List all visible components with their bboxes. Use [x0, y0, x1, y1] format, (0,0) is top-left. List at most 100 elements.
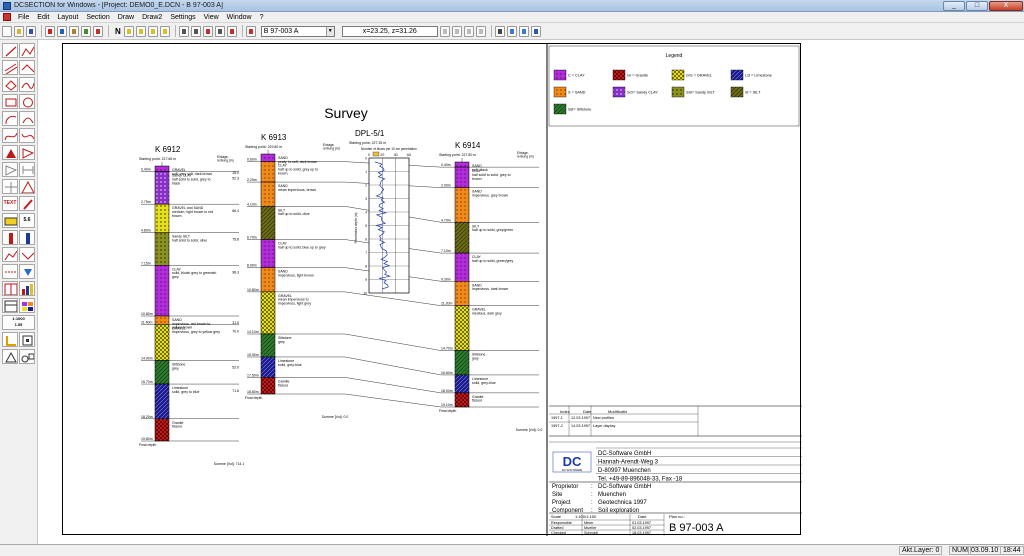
ortho-icon[interactable] — [451, 25, 462, 37]
attach-icon[interactable] — [463, 25, 474, 37]
offset-line-icon[interactable] — [19, 60, 35, 75]
spline-tool-icon[interactable] — [19, 128, 35, 143]
document-icon[interactable] — [3, 13, 11, 21]
layer-lock-icon[interactable] — [475, 25, 486, 37]
grid-snap-icon[interactable] — [439, 25, 450, 37]
new-file-icon[interactable] — [2, 25, 12, 37]
layer-toggle-icon[interactable] — [123, 25, 134, 37]
arrow-tool-icon[interactable] — [2, 162, 18, 177]
borehole-layer — [454, 187, 470, 223]
zoom-scale-box[interactable]: 1:1000 1.55 — [2, 315, 35, 330]
borehole-summe: Summe [Vol]: 0.0 — [516, 428, 543, 432]
text-tool-button[interactable]: TEXT — [2, 196, 18, 211]
layer-edit-icon[interactable] — [147, 25, 158, 37]
circle-tool-icon[interactable] — [19, 94, 35, 109]
hatch-tool-icon[interactable] — [2, 145, 18, 160]
signoff-name: Mueller — [584, 526, 597, 530]
layer-show-icon[interactable] — [159, 25, 170, 37]
minimize-button[interactable]: _ — [943, 0, 965, 11]
menu-layout[interactable]: Layout — [57, 13, 79, 21]
close-button[interactable]: X — [989, 0, 1023, 11]
zoom-in-icon[interactable] — [178, 25, 189, 37]
layer-depth: 8.90m — [247, 264, 257, 268]
dpl-depth-label: Penetration depth (m) — [354, 213, 358, 244]
cut-icon[interactable] — [45, 25, 55, 37]
polyline-tool-icon[interactable] — [19, 43, 35, 58]
menu-file[interactable]: File — [18, 13, 30, 21]
legend-tool-icon[interactable] — [19, 298, 35, 313]
zoom-out-icon[interactable] — [190, 25, 201, 37]
arc-tool-icon[interactable] — [2, 111, 18, 126]
label-tool-icon[interactable] — [2, 213, 18, 228]
north-button[interactable]: N — [115, 26, 121, 36]
profile-tool-icon[interactable] — [2, 247, 18, 262]
layer-value: 70.0 — [232, 329, 239, 333]
drawing-select[interactable]: B 97-003 A ▼ — [260, 25, 335, 37]
menu-draw[interactable]: Draw — [117, 13, 135, 21]
line-tool-icon[interactable] — [2, 43, 18, 58]
layer-depth: 10.80m — [247, 288, 259, 292]
section-tool-icon[interactable] — [19, 247, 35, 262]
layer-list-icon[interactable] — [135, 25, 146, 37]
menu-help[interactable]: ? — [259, 13, 264, 21]
marker-tool-icon[interactable] — [19, 179, 35, 194]
layer-depth: 0.40m — [141, 168, 151, 172]
dimension-tool-icon[interactable] — [19, 162, 35, 177]
zoom-all-icon[interactable] — [214, 25, 225, 37]
borehole-tool-icon[interactable] — [2, 230, 18, 245]
print-icon[interactable] — [494, 25, 505, 37]
menu-window[interactable]: Window — [226, 13, 252, 21]
menu-edit[interactable]: Edit — [37, 13, 50, 21]
print-preview-icon[interactable] — [506, 25, 517, 37]
menu-settings[interactable]: Settings — [170, 13, 196, 21]
borehole-layer — [154, 165, 170, 172]
copy-icon[interactable] — [57, 25, 67, 37]
app-icon[interactable] — [3, 1, 11, 10]
parallel-line-icon[interactable] — [2, 60, 18, 75]
company-logo-sub: DC SOFTWARE — [562, 468, 583, 472]
menu-view[interactable]: View — [203, 13, 219, 21]
pen-tool-icon[interactable] — [19, 196, 35, 211]
menu-section[interactable]: Section — [86, 13, 110, 21]
table-tool-icon[interactable] — [2, 298, 18, 313]
polygon-tool-icon[interactable] — [2, 77, 18, 92]
arc-3point-icon[interactable] — [19, 111, 35, 126]
chevron-down-icon[interactable]: ▼ — [325, 26, 334, 36]
maximize-button[interactable]: □ — [966, 0, 988, 11]
borehole-final-depth: Final depth — [245, 396, 262, 400]
open-folder-icon[interactable] — [14, 25, 24, 37]
chart-tool-icon[interactable] — [19, 281, 35, 296]
dpl-depth-tick: 0 — [365, 157, 367, 161]
menu-draw2[interactable]: Draw2 — [142, 13, 163, 21]
revision-date: 12.03.1997 — [571, 416, 590, 420]
export-icon[interactable] — [518, 25, 529, 37]
layer-line-icon[interactable] — [2, 264, 18, 279]
undo-icon[interactable] — [81, 25, 91, 37]
probe-tool-icon[interactable] — [19, 230, 35, 245]
triangle-tool-icon[interactable] — [2, 349, 18, 364]
paste-icon[interactable] — [69, 25, 79, 37]
angle-tool-icon[interactable] — [2, 332, 18, 347]
delete-icon[interactable] — [93, 25, 103, 37]
fill-tool-icon[interactable] — [19, 145, 35, 160]
measure-icon[interactable] — [245, 25, 256, 37]
save-icon[interactable] — [26, 25, 36, 37]
freehand-tool-icon[interactable] — [19, 77, 35, 92]
shapes-tool-icon[interactable] — [19, 349, 35, 364]
water-level-icon[interactable] — [19, 264, 35, 279]
zoom-window-icon[interactable] — [202, 25, 213, 37]
scale-tool-button[interactable]: 5.6 — [19, 213, 35, 228]
help-icon[interactable] — [530, 25, 541, 37]
redraw-icon[interactable] — [226, 25, 237, 37]
title-bar[interactable]: DCSECTION for Windows - [Project: DEMO0_… — [0, 0, 1024, 12]
symbol-tool-icon[interactable] — [2, 179, 18, 194]
bezier-tool-icon[interactable] — [2, 128, 18, 143]
company-line: Tel. +49-89-896048-33, Fax -18 — [598, 477, 683, 483]
grid-tool-icon[interactable] — [2, 281, 18, 296]
snap-tool-icon[interactable] — [19, 332, 35, 347]
rectangle-tool-icon[interactable] — [2, 94, 18, 109]
